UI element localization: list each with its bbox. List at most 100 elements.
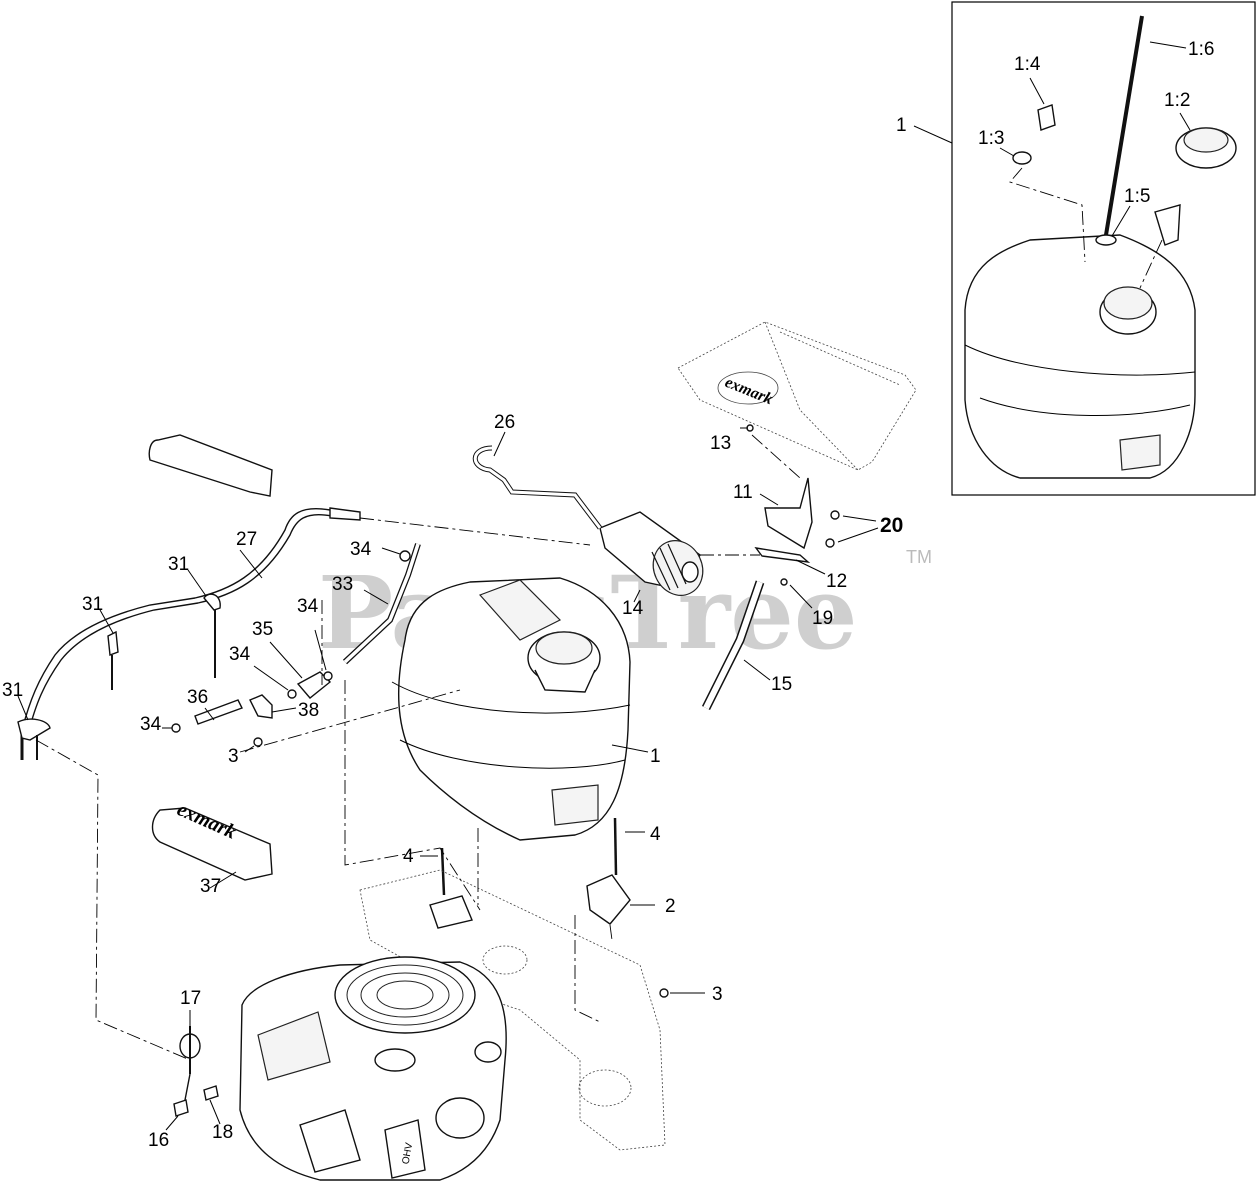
engine-recoil-housing — [334, 956, 476, 1034]
inset-grommet — [1095, 234, 1117, 246]
leader-12 — [795, 559, 826, 575]
leader-18 — [209, 1099, 221, 1125]
decal-outline — [148, 434, 273, 497]
watermark-tm: TM — [906, 547, 932, 567]
label-1-4: 1:4 — [1014, 54, 1041, 75]
label-2: 2 — [665, 896, 676, 917]
leader-14 — [633, 589, 641, 603]
dash-mount-2 — [609, 924, 613, 941]
bracket-11 — [764, 477, 813, 550]
cover-crease — [764, 321, 859, 471]
dash-13 — [751, 434, 801, 479]
mount-2 — [586, 874, 631, 925]
leader-36 — [204, 707, 215, 721]
inset-frame — [951, 1, 1256, 496]
mount-left — [429, 895, 473, 929]
dash-line-pump — [35, 739, 191, 1061]
leader-1-box — [913, 125, 953, 144]
leader-31-c — [17, 695, 29, 721]
engine-dipstick — [474, 1041, 502, 1063]
bolt-20-a — [830, 510, 840, 520]
inset-tank-neck-top — [1103, 286, 1153, 320]
clamp-34-c — [287, 689, 297, 699]
leader-1-2 — [1179, 112, 1191, 131]
label-34-a: 34 — [350, 539, 372, 560]
engine: OHV — [239, 956, 507, 1181]
leader-20-b — [837, 527, 879, 543]
dash-line-filter — [359, 517, 591, 546]
inset-tank-seam-2 — [979, 397, 1191, 416]
decal-37: exmark — [148, 434, 273, 889]
engine-label-plate — [384, 1119, 426, 1179]
leader-1-6 — [1149, 41, 1187, 49]
leader-11 — [759, 493, 779, 506]
dash-tank-mount-left — [344, 680, 481, 911]
clamp-34-a — [399, 550, 411, 562]
cover-logo: exmark — [723, 374, 776, 408]
label-36: 36 — [187, 687, 208, 708]
label-1-2: 1:2 — [1164, 90, 1190, 111]
inset-tank-seam — [964, 344, 1196, 376]
leader-34-a — [381, 547, 401, 555]
hose-15 — [701, 580, 771, 711]
label-35: 35 — [252, 619, 273, 640]
fitting-16 — [173, 1099, 189, 1117]
label-18: 18 — [212, 1122, 233, 1143]
label-31-c: 31 — [2, 680, 23, 701]
clamp-31-c — [17, 718, 51, 741]
callout-labels: 1:6 1:4 1:2 1:3 1 1:5 26 13 11 20 27 34 … — [2, 39, 1214, 1151]
leader-31-a — [99, 609, 114, 634]
fuel-line-27 — [17, 507, 361, 760]
leader-20-a — [842, 515, 877, 522]
hose-33-inner — [343, 543, 420, 664]
label-3-b: 3 — [712, 984, 723, 1005]
inset-cap-tether — [1154, 204, 1181, 246]
leader-35 — [269, 641, 303, 679]
clamp-31-a — [107, 630, 119, 656]
inset-fuel-cap-top — [1183, 127, 1229, 153]
label-1-3: 1:3 — [978, 128, 1004, 149]
line-27-a — [21, 508, 331, 731]
hose-33 — [342, 543, 421, 665]
label-27: 27 — [236, 529, 257, 550]
screw-19 — [780, 578, 788, 586]
dash-decal — [239, 689, 461, 753]
dash-inset-seal — [1009, 167, 1086, 263]
inset-seal — [1012, 151, 1032, 165]
frame-hole-2 — [578, 1069, 632, 1107]
leader-33 — [363, 589, 389, 605]
canister-port — [681, 561, 699, 583]
label-4-b: 4 — [650, 824, 661, 845]
bolt-4-right — [613, 817, 618, 876]
label-26: 26 — [494, 412, 515, 433]
nut-3-b — [659, 988, 669, 998]
leader-16 — [165, 1115, 179, 1131]
engine-recoil-vents — [346, 964, 464, 1026]
dash-inset-tether — [1139, 239, 1163, 289]
tank-mounts — [420, 817, 705, 998]
cover-outline — [677, 321, 917, 471]
inset-tank-handle — [1119, 434, 1161, 471]
leader-27 — [239, 549, 263, 579]
leader-1-4 — [1029, 77, 1045, 105]
engine-air-cover — [257, 1011, 331, 1081]
label-17: 17 — [180, 988, 201, 1009]
label-14: 14 — [622, 598, 644, 619]
engine-carb — [299, 1109, 361, 1173]
leader-1-5 — [1111, 205, 1131, 237]
label-4-a: 4 — [403, 846, 414, 867]
bracket-38 — [249, 694, 273, 719]
canister-14 — [599, 511, 704, 603]
bracket-assembly — [740, 424, 879, 609]
fuel-pump — [165, 1010, 221, 1131]
leader-37 — [209, 871, 237, 889]
tank-handle-recess — [551, 784, 599, 826]
canister-ribs — [651, 543, 687, 591]
clamp-34-d — [171, 723, 181, 733]
leader-34-b — [314, 629, 327, 671]
line-27-b — [27, 514, 333, 735]
cover-detail — [779, 331, 901, 386]
frame-hole — [482, 945, 528, 975]
valve-group — [162, 629, 333, 753]
clamp-34-b — [323, 671, 333, 681]
